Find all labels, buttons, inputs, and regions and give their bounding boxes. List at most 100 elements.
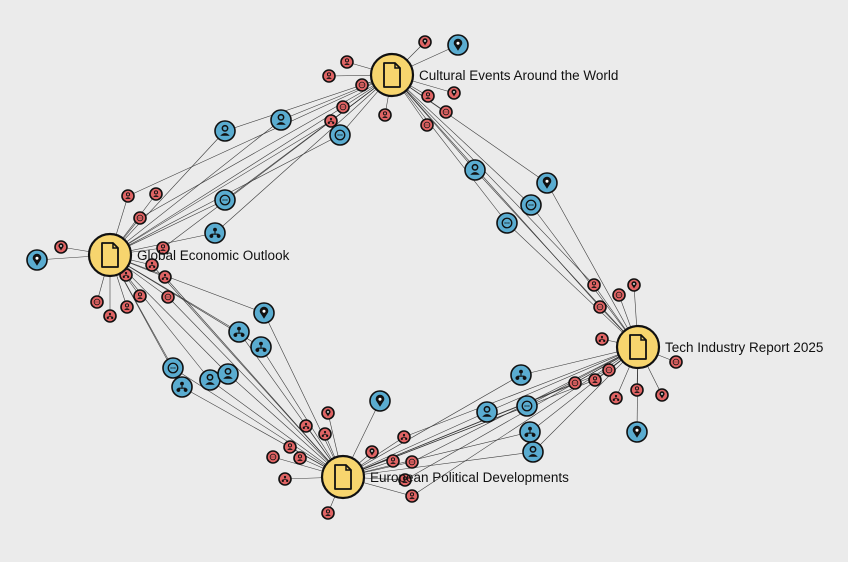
- local-entity-node[interactable]: [627, 278, 641, 292]
- mention-icon: [501, 217, 513, 229]
- person-icon: [390, 457, 396, 464]
- graph-edge: [391, 74, 508, 224]
- shared-entity-node[interactable]: [536, 172, 558, 194]
- graph-edge: [167, 296, 344, 478]
- shared-entity-node[interactable]: [250, 336, 272, 358]
- local-entity-node[interactable]: [321, 506, 335, 520]
- local-entity-node[interactable]: [293, 451, 307, 465]
- local-entity-node[interactable]: [568, 376, 582, 390]
- local-entity-node[interactable]: [609, 391, 623, 405]
- location-pin-icon: [375, 394, 385, 407]
- local-entity-node[interactable]: [420, 118, 434, 132]
- local-entity-node[interactable]: [421, 89, 435, 103]
- local-entity-node[interactable]: [405, 455, 419, 469]
- shared-entity-node[interactable]: [228, 321, 250, 343]
- local-entity-node[interactable]: [612, 288, 626, 302]
- document-node[interactable]: [369, 52, 415, 98]
- shared-entity-node[interactable]: [26, 249, 48, 271]
- local-entity-node[interactable]: [365, 445, 379, 459]
- document-node[interactable]: [320, 454, 366, 500]
- local-entity-node[interactable]: [103, 309, 117, 323]
- local-entity-node[interactable]: [283, 440, 297, 454]
- person-icon: [205, 373, 215, 385]
- location-pin-icon: [422, 38, 428, 46]
- local-entity-node[interactable]: [133, 289, 147, 303]
- local-entity-node[interactable]: [324, 114, 338, 128]
- organization-icon: [148, 261, 156, 268]
- shared-entity-node[interactable]: [519, 421, 541, 443]
- graph-edge: [109, 106, 344, 256]
- local-entity-node[interactable]: [398, 473, 412, 487]
- local-entity-node[interactable]: [587, 278, 601, 292]
- shared-entity-node[interactable]: [516, 395, 538, 417]
- document-node[interactable]: [87, 232, 133, 278]
- shared-entity-node[interactable]: [464, 159, 486, 181]
- local-entity-node[interactable]: [340, 55, 354, 69]
- shared-entity-node[interactable]: [329, 124, 351, 146]
- local-entity-node[interactable]: [378, 108, 392, 122]
- local-entity-node[interactable]: [669, 355, 683, 369]
- shared-entity-node[interactable]: [270, 109, 292, 131]
- local-entity-node[interactable]: [54, 240, 68, 254]
- document-icon: [101, 242, 119, 268]
- local-entity-node[interactable]: [322, 69, 336, 83]
- shared-entity-node[interactable]: [162, 357, 184, 379]
- local-entity-node[interactable]: [588, 373, 602, 387]
- local-entity-node[interactable]: [447, 86, 461, 100]
- local-entity-node[interactable]: [397, 430, 411, 444]
- shared-entity-node[interactable]: [520, 194, 542, 216]
- local-entity-node[interactable]: [90, 295, 104, 309]
- local-entity-node[interactable]: [386, 454, 400, 468]
- local-entity-node[interactable]: [655, 388, 669, 402]
- organization-icon: [255, 341, 267, 352]
- document-node[interactable]: [615, 324, 661, 370]
- local-entity-node[interactable]: [355, 78, 369, 92]
- shared-entity-node[interactable]: [217, 363, 239, 385]
- graph-edge: [109, 120, 332, 256]
- local-entity-node[interactable]: [318, 427, 332, 441]
- shared-entity-node[interactable]: [204, 222, 226, 244]
- local-entity-node[interactable]: [120, 300, 134, 314]
- graph-nodes: [26, 34, 683, 520]
- local-entity-node[interactable]: [630, 383, 644, 397]
- shared-entity-node[interactable]: [199, 369, 221, 391]
- shared-entity-node[interactable]: [253, 302, 275, 324]
- local-entity-node[interactable]: [121, 189, 135, 203]
- graph-edge: [411, 346, 639, 497]
- local-entity-node[interactable]: [133, 211, 147, 225]
- local-entity-node[interactable]: [595, 332, 609, 346]
- local-entity-node[interactable]: [161, 290, 175, 304]
- shared-entity-node[interactable]: [214, 120, 236, 142]
- graph-edge: [214, 74, 393, 234]
- person-icon: [326, 72, 332, 79]
- local-entity-node[interactable]: [266, 450, 280, 464]
- local-entity-node[interactable]: [593, 300, 607, 314]
- shared-entity-node[interactable]: [626, 421, 648, 443]
- shared-entity-node[interactable]: [522, 441, 544, 463]
- local-entity-node[interactable]: [145, 258, 159, 272]
- graph-edge: [506, 222, 639, 348]
- local-entity-node[interactable]: [418, 35, 432, 49]
- shared-entity-node[interactable]: [171, 376, 193, 398]
- shared-entity-node[interactable]: [476, 401, 498, 423]
- local-entity-node[interactable]: [321, 406, 335, 420]
- local-entity-node[interactable]: [405, 489, 419, 503]
- mention-icon: [167, 362, 179, 374]
- local-entity-node[interactable]: [439, 105, 453, 119]
- mention-icon: [93, 298, 101, 306]
- shared-entity-node[interactable]: [369, 390, 391, 412]
- local-entity-node[interactable]: [336, 100, 350, 114]
- shared-entity-node[interactable]: [510, 364, 532, 386]
- shared-entity-node[interactable]: [214, 189, 236, 211]
- shared-entity-node[interactable]: [447, 34, 469, 56]
- local-entity-node[interactable]: [156, 241, 170, 255]
- person-icon: [325, 509, 331, 516]
- shared-entity-node[interactable]: [496, 212, 518, 234]
- local-entity-node[interactable]: [158, 270, 172, 284]
- person-icon: [402, 476, 408, 483]
- local-entity-node[interactable]: [278, 472, 292, 486]
- local-entity-node[interactable]: [149, 187, 163, 201]
- local-entity-node[interactable]: [299, 419, 313, 433]
- local-entity-node[interactable]: [602, 363, 616, 377]
